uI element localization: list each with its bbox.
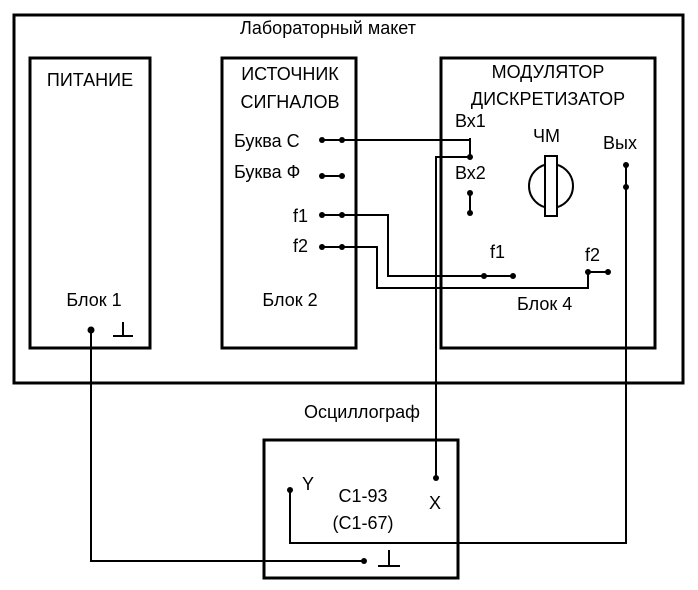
oscilloscope-x-label: X	[429, 493, 441, 513]
source-title-line1: ИСТОЧНИК	[241, 64, 339, 84]
oscilloscope-y-terminal	[287, 487, 293, 493]
oscilloscope-model-alt: (С1-67)	[332, 513, 393, 533]
source-f1-label: f1	[293, 206, 308, 226]
source-title-line2: СИГНАЛОВ	[241, 92, 340, 112]
modulator-in2-terminal-lower	[467, 210, 473, 216]
source-f2-terminal	[319, 244, 325, 250]
source-f1-terminal	[319, 212, 325, 218]
source-letter-f-terminal	[319, 173, 325, 179]
modulator-fm-label: ЧМ	[533, 126, 560, 146]
source-f2-label: f2	[293, 236, 308, 256]
modulator-title-line2: ДИСКРЕТИЗАТОР	[471, 89, 625, 109]
source-letter-c-label: Буква С	[234, 131, 300, 151]
source-letter-c-terminal	[319, 137, 325, 143]
oscilloscope-x-terminal	[433, 475, 439, 481]
modulator-block-frame	[439, 56, 657, 350]
oscilloscope-model: С1-93	[338, 486, 387, 506]
wire-f1-to-modulator	[342, 214, 513, 277]
source-block-label: Блок 2	[262, 290, 317, 310]
fm-switch-knob-icon[interactable]	[528, 155, 574, 217]
lab-panel-title: Лабораторный макет	[240, 18, 416, 38]
modulator-block-label: Блок 4	[517, 294, 572, 314]
power-title: ПИТАНИЕ	[47, 70, 133, 90]
modulator-title-line1: МОДУЛЯТОР	[492, 62, 605, 82]
source-block-frame	[220, 56, 358, 350]
wire-in1-to-osc-x	[435, 156, 470, 478]
modulator-out-terminal	[623, 162, 629, 168]
oscilloscope-title: Осциллограф	[304, 402, 420, 422]
oscilloscope-ground-terminal	[361, 558, 367, 564]
modulator-out-label: Вых	[603, 133, 637, 153]
wire-f2-to-modulator	[342, 246, 589, 289]
wire-power-to-osc-ground	[90, 330, 364, 562]
oscilloscope-y-label: Y	[302, 474, 314, 494]
modulator-f1-label: f1	[490, 242, 505, 262]
power-ground-icon	[113, 322, 133, 337]
source-letter-f-label: Буква Ф	[234, 162, 300, 182]
modulator-in2-terminal	[467, 190, 473, 196]
lab-panel-frame	[12, 13, 685, 385]
modulator-in2-label: Вх2	[455, 163, 486, 183]
modulator-f2-label: f2	[585, 245, 600, 265]
modulator-in1-label: Вх1	[455, 111, 486, 131]
source-letter-f-terminal-outer	[339, 173, 345, 179]
oscilloscope-frame	[262, 438, 460, 580]
oscilloscope-ground-icon	[378, 550, 400, 567]
power-block-label: Блок 1	[66, 290, 121, 310]
